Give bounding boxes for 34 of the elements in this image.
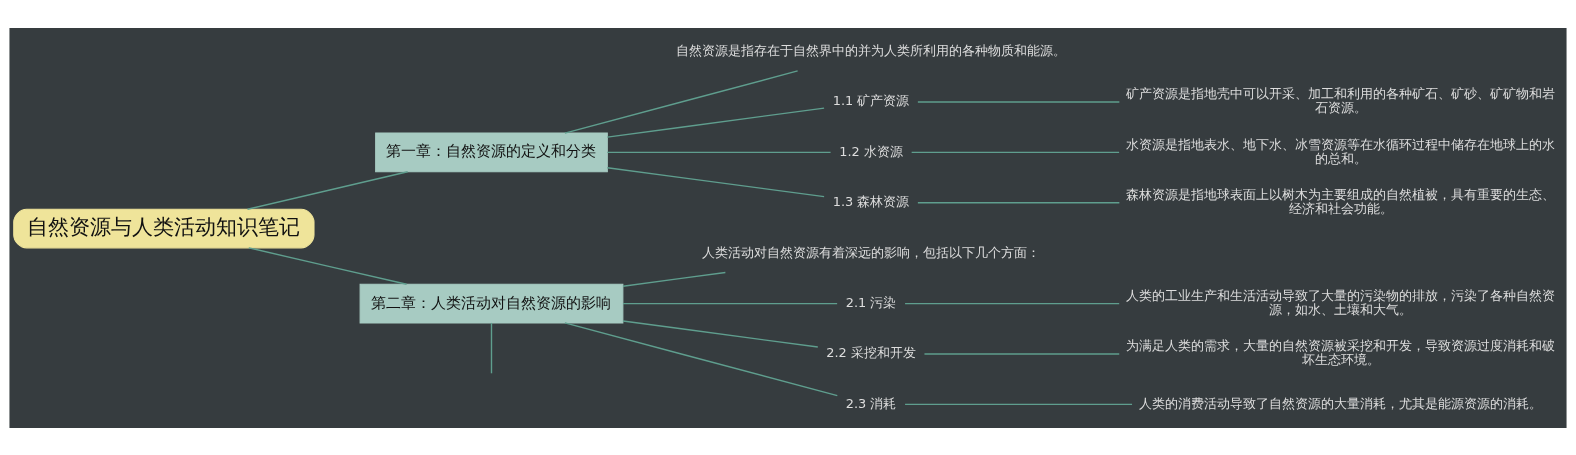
node-text: 水资源是指地表水、地下水、冰雪资源等在水循环过程中储存在地球上的水的总和。 [1126,136,1556,166]
connector [564,321,838,396]
connector [606,106,825,138]
connector [910,151,1120,153]
node-text: 人类的消费活动导致了自然资源的大量消耗，尤其是能源资源的消耗。 [1139,395,1543,411]
connector [246,170,409,210]
node-text: 为满足人类的需求，大量的自然资源被采挖和开发，导致资源过度消耗和破坏生态环境。 [1126,337,1556,367]
node-box: 第二章：人类活动对自然资源的影响 [359,283,624,323]
connector [923,352,1120,355]
node-text: 2.2 采挖和开发 [826,344,916,360]
node-text: 人类活动对自然资源有着深远的影响，包括以下几个方面： [702,244,1041,260]
connector [606,151,832,153]
node-text: 矿产资源是指地壳中可以开采、加工和利用的各种矿石、矿砂、矿矿物和岩石资源。 [1126,85,1556,115]
connector [917,100,1121,103]
connector [904,302,1120,304]
node-text: 1.1 矿产资源 [832,92,910,108]
connector [564,69,799,134]
connector [622,271,727,287]
node-box: 自然资源与人类活动知识笔记 [13,208,315,248]
node-box: 第一章：自然资源的定义和分类 [375,132,608,172]
connector [248,246,408,285]
connector [622,302,838,304]
connector [606,166,825,197]
node-text: 1.2 水资源 [839,143,903,159]
connector [917,201,1121,203]
connector [490,321,493,374]
connector [622,319,819,348]
node-text: 人类的工业生产和生活活动导致了大量的污染物的排放，污染了各种自然资源，如水、土壤和大气。 [1126,287,1556,317]
node-text: 2.1 污染 [845,294,897,310]
node-text: 森林资源是指地球表面上以树木为主要组成的自然植被，具有重要的生态、经济和社会功能。 [1126,186,1556,216]
node-text: 1.3 森林资源 [832,193,910,209]
node-text: 2.3 消耗 [845,395,897,411]
connector [904,403,1133,405]
node-text: 自然资源是指存在于自然界中的并为人类所利用的各种物质和能源。 [676,42,1067,58]
